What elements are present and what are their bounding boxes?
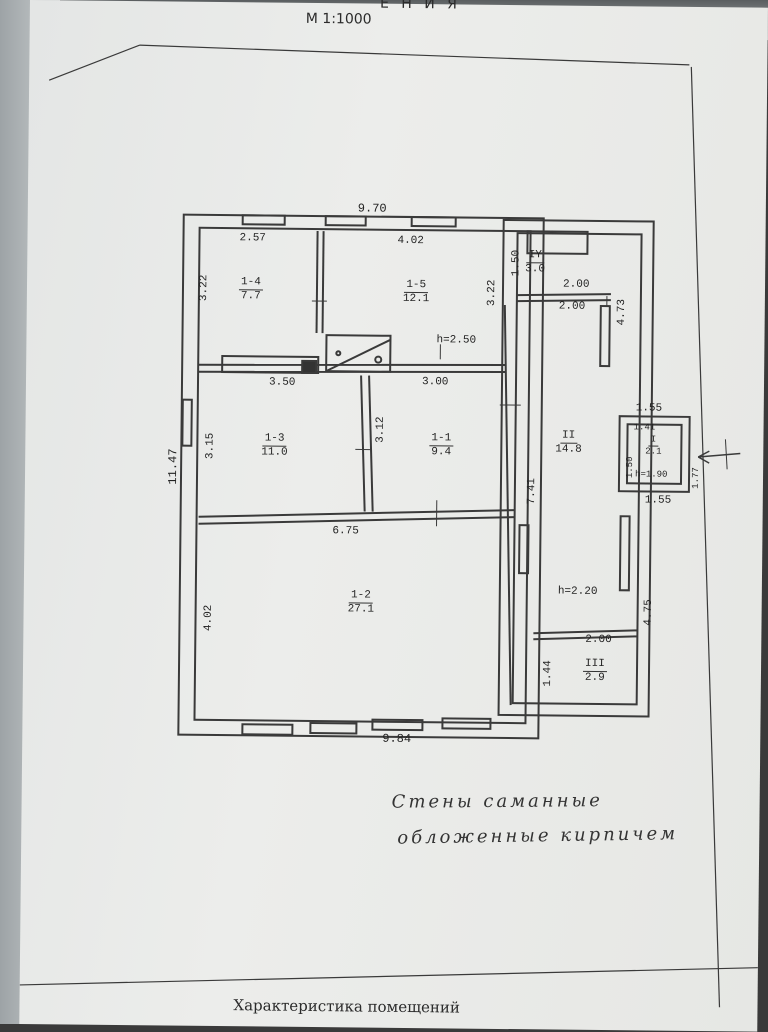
height-190: h=1.90 [635, 469, 668, 479]
note-line-2: обложенные кирпичем [397, 823, 678, 848]
dim-312: 3.12 [375, 416, 387, 443]
room-id: II [560, 430, 577, 444]
room-area: 7.7 [241, 290, 261, 302]
room-label: 1-3 11.0 [261, 432, 288, 459]
dim-150: 1.50 [510, 250, 522, 277]
height-250: h=2.50 [436, 334, 476, 346]
dim-315: 3.15 [204, 433, 216, 460]
dim-257: 2.57 [239, 232, 266, 244]
dim-150-porch: 1.50 [625, 456, 635, 478]
dim-402-left: 4.02 [203, 605, 215, 632]
room-id: III [583, 658, 607, 672]
room-label: III 2.9 [583, 658, 607, 685]
dim-141: 1.41 [634, 422, 656, 432]
room-label: 1-1 9.4 [429, 432, 453, 459]
dim-741: 7.41 [526, 478, 538, 505]
room-id: I [649, 435, 659, 447]
dim-402-top: 4.02 [397, 235, 424, 247]
dim-300: 3.00 [422, 376, 449, 388]
room-id: 1-1 [429, 432, 453, 446]
note-line-1: Стены саманные [392, 790, 603, 812]
room-id: IY [527, 249, 544, 263]
room-id: 1-2 [349, 589, 373, 603]
room-label: II 14.8 [555, 430, 582, 457]
room-area: 3.0 [525, 263, 545, 275]
dim-top-total: 9.70 [358, 201, 387, 215]
room-label: I 2.1 [645, 434, 661, 457]
room-id: 1-3 [263, 432, 287, 446]
room-area: 2.1 [645, 446, 661, 456]
dim-155-bottom: 1.55 [645, 494, 672, 506]
floor-plan-sheet: Е Н И Я М 1:1000 [19, 0, 768, 1032]
room-area: 11.0 [261, 446, 288, 458]
room-area: 2.9 [585, 672, 605, 684]
dim-bottom-total: 9.84 [382, 732, 411, 746]
room-area: 12.1 [403, 293, 430, 305]
dim-322-right: 3.22 [486, 280, 498, 307]
dim-200-c: 2.00 [585, 634, 612, 646]
dim-350: 3.50 [269, 377, 296, 389]
room-id: 1-4 [239, 276, 263, 290]
dim-200-a: 2.00 [563, 279, 590, 291]
dim-675: 6.75 [332, 525, 359, 537]
room-area: 27.1 [348, 603, 375, 615]
room-area: 14.8 [555, 444, 582, 456]
dim-473: 4.73 [616, 299, 628, 326]
room-label: 1-4 7.7 [239, 276, 263, 303]
dim-200-b: 2.00 [559, 301, 586, 313]
dim-177: 1.77 [691, 467, 701, 489]
room-label: 1-5 12.1 [403, 279, 430, 306]
dim-322-left: 3.22 [198, 275, 210, 302]
room-area: 9.4 [431, 446, 451, 458]
dim-144: 1.44 [542, 660, 554, 687]
dim-475: 4.75 [643, 599, 655, 626]
room-id: 1-5 [404, 279, 428, 293]
footer-title: Характеристика помещений [233, 996, 460, 1016]
room-label: IY 3.0 [525, 249, 545, 276]
height-220: h=2.20 [558, 586, 598, 598]
dim-left-total: 11.47 [166, 448, 180, 484]
floor-plan [19, 0, 768, 1032]
dim-155-top: 1.55 [636, 402, 663, 414]
room-label: 1-2 27.1 [348, 589, 375, 616]
